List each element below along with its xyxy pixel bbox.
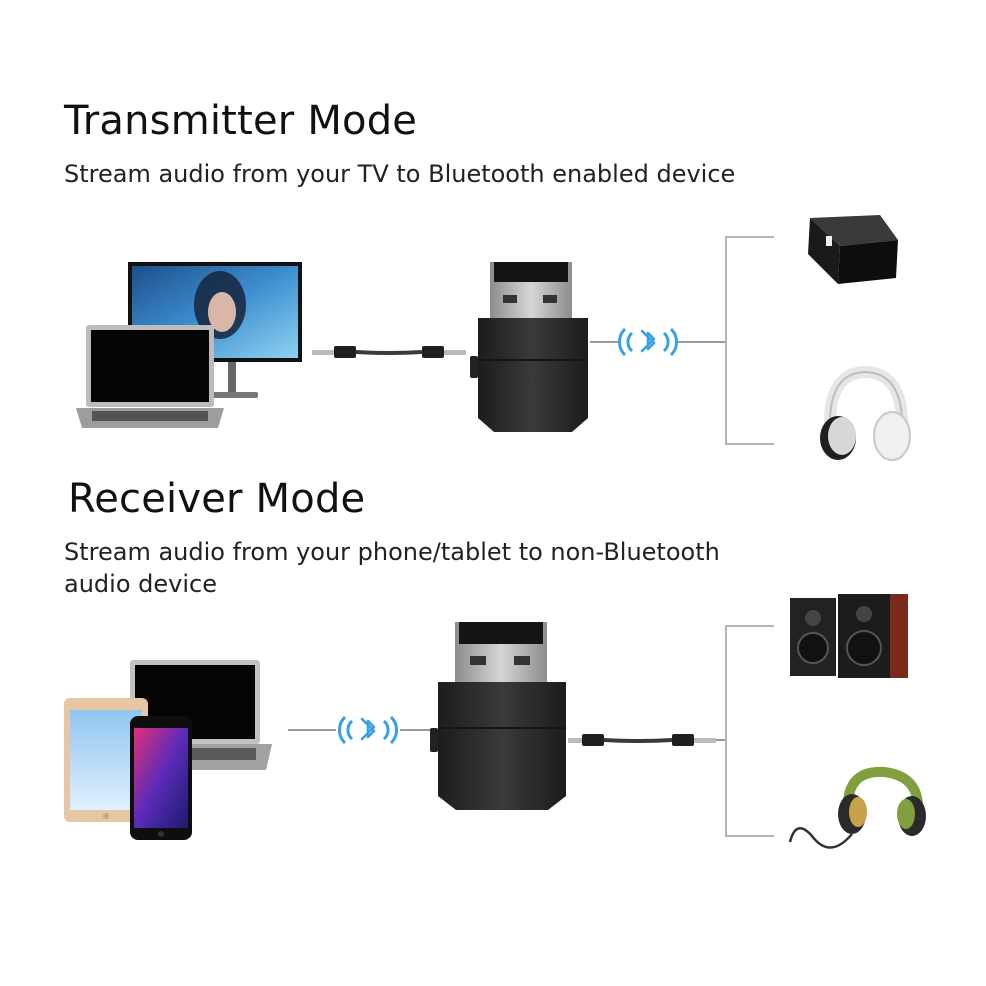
monitor-icon	[128, 262, 302, 398]
receiver-mode-title: Receiver Mode	[68, 476, 366, 522]
bluetooth-icon	[618, 327, 678, 357]
bluetooth-icon	[338, 715, 398, 745]
transmitter-illustration	[76, 215, 911, 461]
transmitter-mode-description: Stream audio from your TV to Bluetooth e…	[64, 160, 736, 188]
transmitter-mode-title: Transmitter Mode	[64, 98, 418, 144]
usb-adapter-icon	[470, 262, 588, 432]
receiver-mode-description-line2: audio device	[64, 570, 217, 598]
usb-adapter-icon	[430, 622, 566, 810]
aux-cable	[568, 734, 716, 746]
smartphone-icon	[130, 716, 192, 840]
transmitter-leader-lines	[725, 236, 774, 445]
receiver-leader-lines	[725, 625, 774, 837]
receiver-mode-description-line1: Stream audio from your phone/tablet to n…	[64, 538, 720, 566]
bluetooth-speaker-icon	[808, 215, 898, 284]
laptop-icon	[76, 325, 224, 428]
wired-headphones-icon	[788, 766, 926, 849]
headphones-icon	[820, 365, 911, 461]
receiver-illustration	[64, 594, 926, 849]
bookshelf-speakers-icon	[790, 594, 908, 678]
aux-cable	[312, 346, 466, 358]
